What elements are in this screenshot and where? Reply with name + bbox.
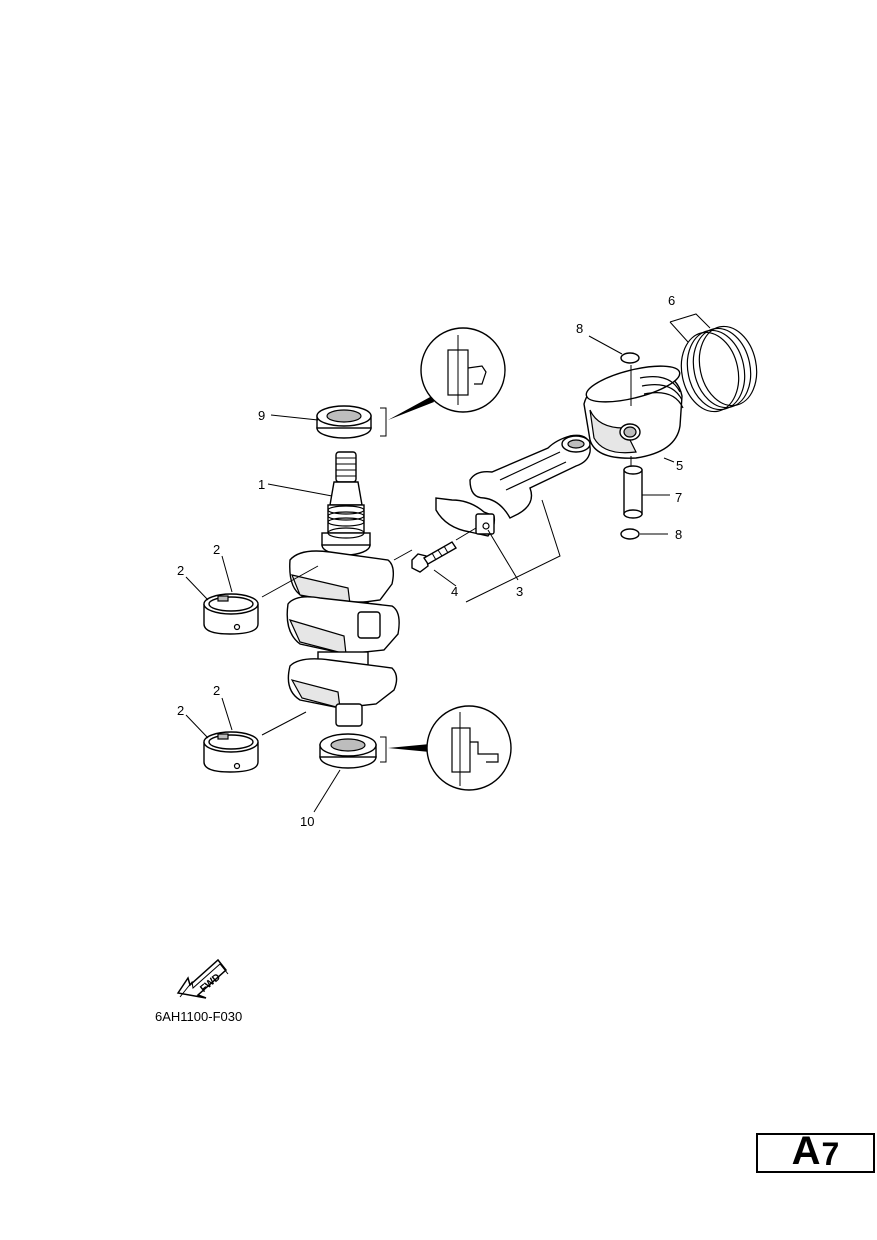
callout-8-b: 8 <box>675 527 682 542</box>
piston <box>583 365 684 459</box>
oil-seal-lower <box>319 733 377 769</box>
callout-7: 7 <box>675 490 682 505</box>
page-label-letter: A <box>791 1129 821 1173</box>
callout-8-a: 8 <box>576 321 583 336</box>
piston-pin <box>623 465 643 519</box>
seal-lip-detail-lower <box>426 705 512 791</box>
callout-6: 6 <box>668 293 675 308</box>
callout-2-d: 2 <box>177 703 184 718</box>
rod-bolt <box>411 541 457 573</box>
callout-9: 9 <box>258 408 265 423</box>
piston-rings <box>680 325 758 413</box>
callout-2-c: 2 <box>213 683 220 698</box>
seal-lip-detail-upper <box>420 327 506 413</box>
callout-10: 10 <box>300 814 314 829</box>
callout-3: 3 <box>516 584 523 599</box>
crankshaft <box>286 451 400 727</box>
bearing-upper-pair <box>203 593 259 635</box>
page-label-box: A 7 <box>756 1129 875 1173</box>
bearing-lower-pair <box>203 731 259 773</box>
callout-1: 1 <box>258 477 265 492</box>
diagram-code: 6AH1100-F030 <box>155 1009 243 1024</box>
callout-2-a: 2 <box>213 542 220 557</box>
circlip-upper <box>620 352 640 364</box>
fwd-arrow-icon: FWD <box>176 958 229 999</box>
circlip-lower <box>620 528 640 540</box>
page-label-number: 7 <box>821 1136 840 1172</box>
callout-4: 4 <box>451 584 458 599</box>
callout-2-b: 2 <box>177 563 184 578</box>
oil-seal-upper <box>316 405 372 439</box>
connecting-rod <box>435 434 591 537</box>
callout-5: 5 <box>676 458 683 473</box>
